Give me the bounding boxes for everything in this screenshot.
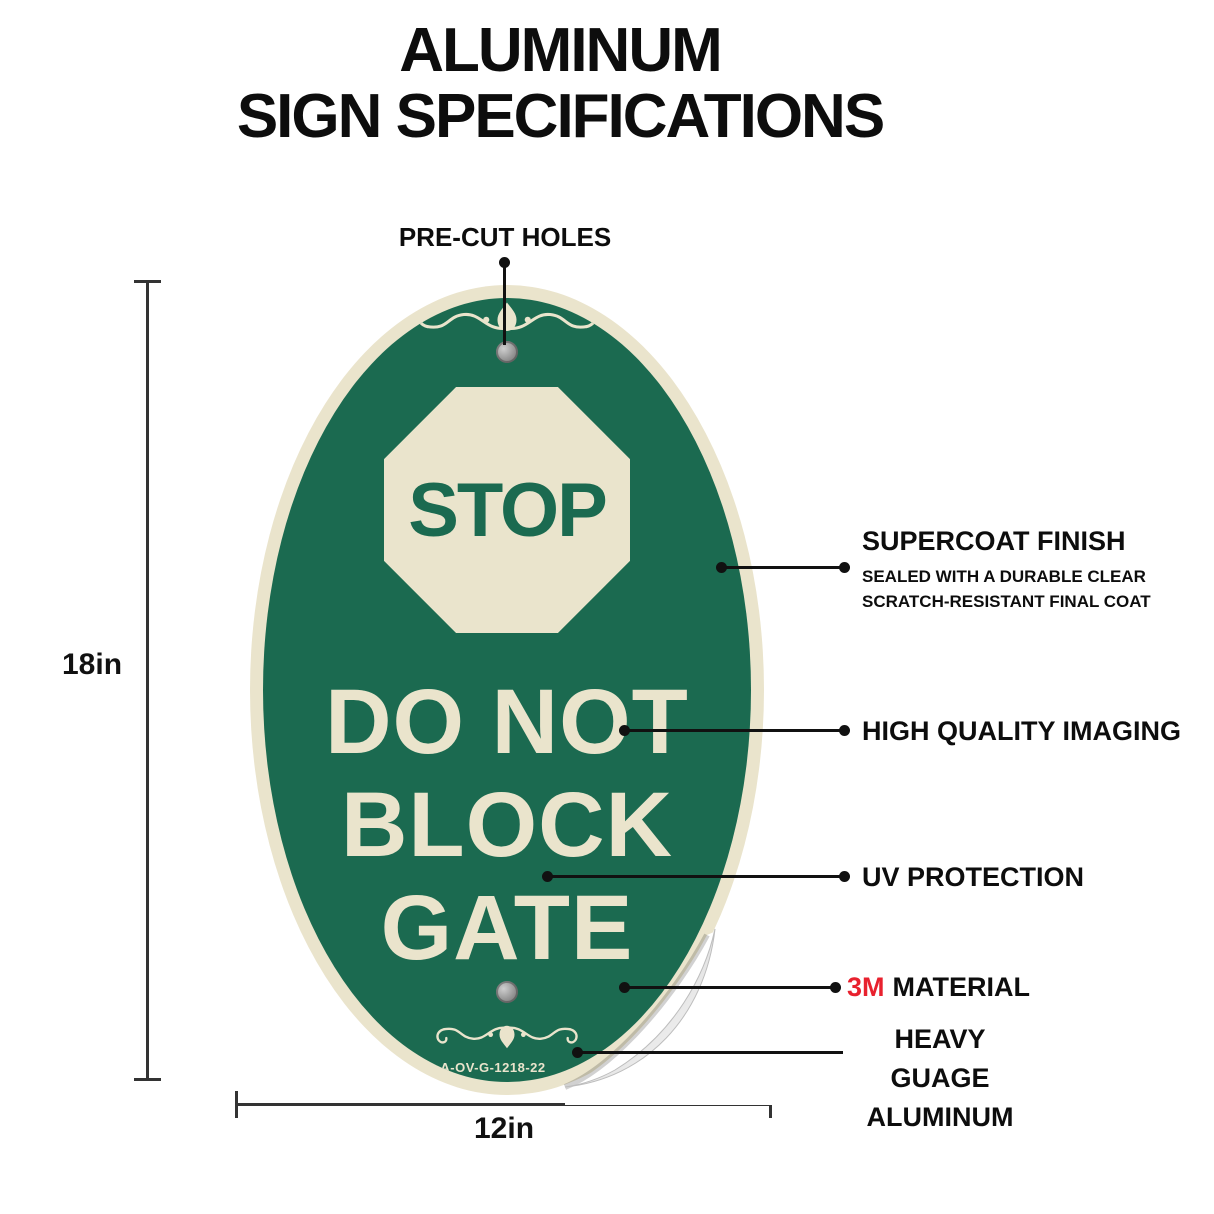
width-dimension-line: [236, 1103, 772, 1106]
leader-precut-holes: [503, 262, 506, 345]
curl-revealed-background: [565, 905, 775, 1105]
height-dimension-line: [146, 282, 149, 1080]
leader-aluminum: [578, 1051, 843, 1054]
sign-line-3: GATE: [380, 877, 634, 979]
dot-supercoat-label: [839, 562, 850, 573]
label-precut-holes: PRE-CUT HOLES: [398, 222, 612, 252]
leader-imaging: [625, 729, 845, 732]
sign-oval-border: STOP DO NOT BLOCK GATE: [250, 285, 764, 1095]
title-line-1: ALUMINUM: [399, 16, 723, 85]
label-supercoat-subtext: SEALED WITH A DURABLE CLEAR SCRATCH-RESI…: [862, 564, 1151, 614]
sign-line-1: DO NOT: [325, 671, 689, 773]
material-text: MATERIAL: [892, 972, 1030, 1002]
label-uv-protection: UV PROTECTION: [862, 862, 1085, 892]
dot-material-sign: [619, 982, 630, 993]
width-dimension-cap-left: [235, 1091, 238, 1118]
height-dimension-cap-top: [134, 280, 161, 283]
label-high-quality-imaging: HIGH QUALITY IMAGING: [862, 716, 1182, 746]
stop-text: STOP: [408, 467, 608, 553]
dot-precut: [499, 257, 510, 268]
dot-supercoat-sign: [716, 562, 727, 573]
supercoat-subtext-line-2: SCRATCH-RESISTANT FINAL COAT: [862, 592, 1151, 611]
decorative-flourish-top: [417, 302, 597, 331]
sign-oval-face: STOP DO NOT BLOCK GATE: [263, 298, 751, 1082]
height-dimension-cap-bottom: [134, 1078, 161, 1081]
3m-brand-text: 3M: [847, 972, 885, 1002]
stop-octagon: STOP: [384, 387, 630, 633]
curl-shadow: [563, 933, 710, 1090]
decorative-flourish-bottom: [436, 1025, 578, 1049]
width-dimension-label: 12in: [473, 1112, 535, 1145]
label-supercoat-finish: SUPERCOAT FINISH: [862, 526, 1126, 556]
dot-imaging-label: [839, 725, 850, 736]
dot-uv-sign: [542, 871, 553, 882]
sign-sku: A-OV-G-1218-22: [440, 1060, 546, 1075]
dot-imaging-sign: [619, 725, 630, 736]
height-dimension-label: 18in: [62, 648, 123, 681]
precut-hole-top: [496, 341, 518, 363]
page-title: ALUMINUM SIGN SPECIFICATIONS: [0, 18, 1120, 150]
page-curl: [563, 905, 775, 1105]
leader-supercoat: [722, 566, 845, 569]
sign-line-2: BLOCK: [340, 774, 674, 876]
leader-material: [625, 986, 836, 989]
precut-hole-bottom: [496, 981, 518, 1003]
dot-uv-label: [839, 871, 850, 882]
label-heavy-gauge-aluminum: HEAVY GUAGE ALUMINUM: [850, 1020, 1030, 1137]
title-line-2: SIGN SPECIFICATIONS: [236, 82, 885, 151]
supercoat-subtext-line-1: SEALED WITH A DURABLE CLEAR: [862, 567, 1146, 586]
leader-uv: [548, 875, 845, 878]
dot-aluminum-sign: [572, 1047, 583, 1058]
aluminum-label-line-1: HEAVY GUAGE: [890, 1024, 990, 1093]
sign-message: DO NOT BLOCK GATE: [263, 671, 751, 980]
dot-material-label: [830, 982, 841, 993]
aluminum-label-line-2: ALUMINUM: [866, 1102, 1014, 1132]
